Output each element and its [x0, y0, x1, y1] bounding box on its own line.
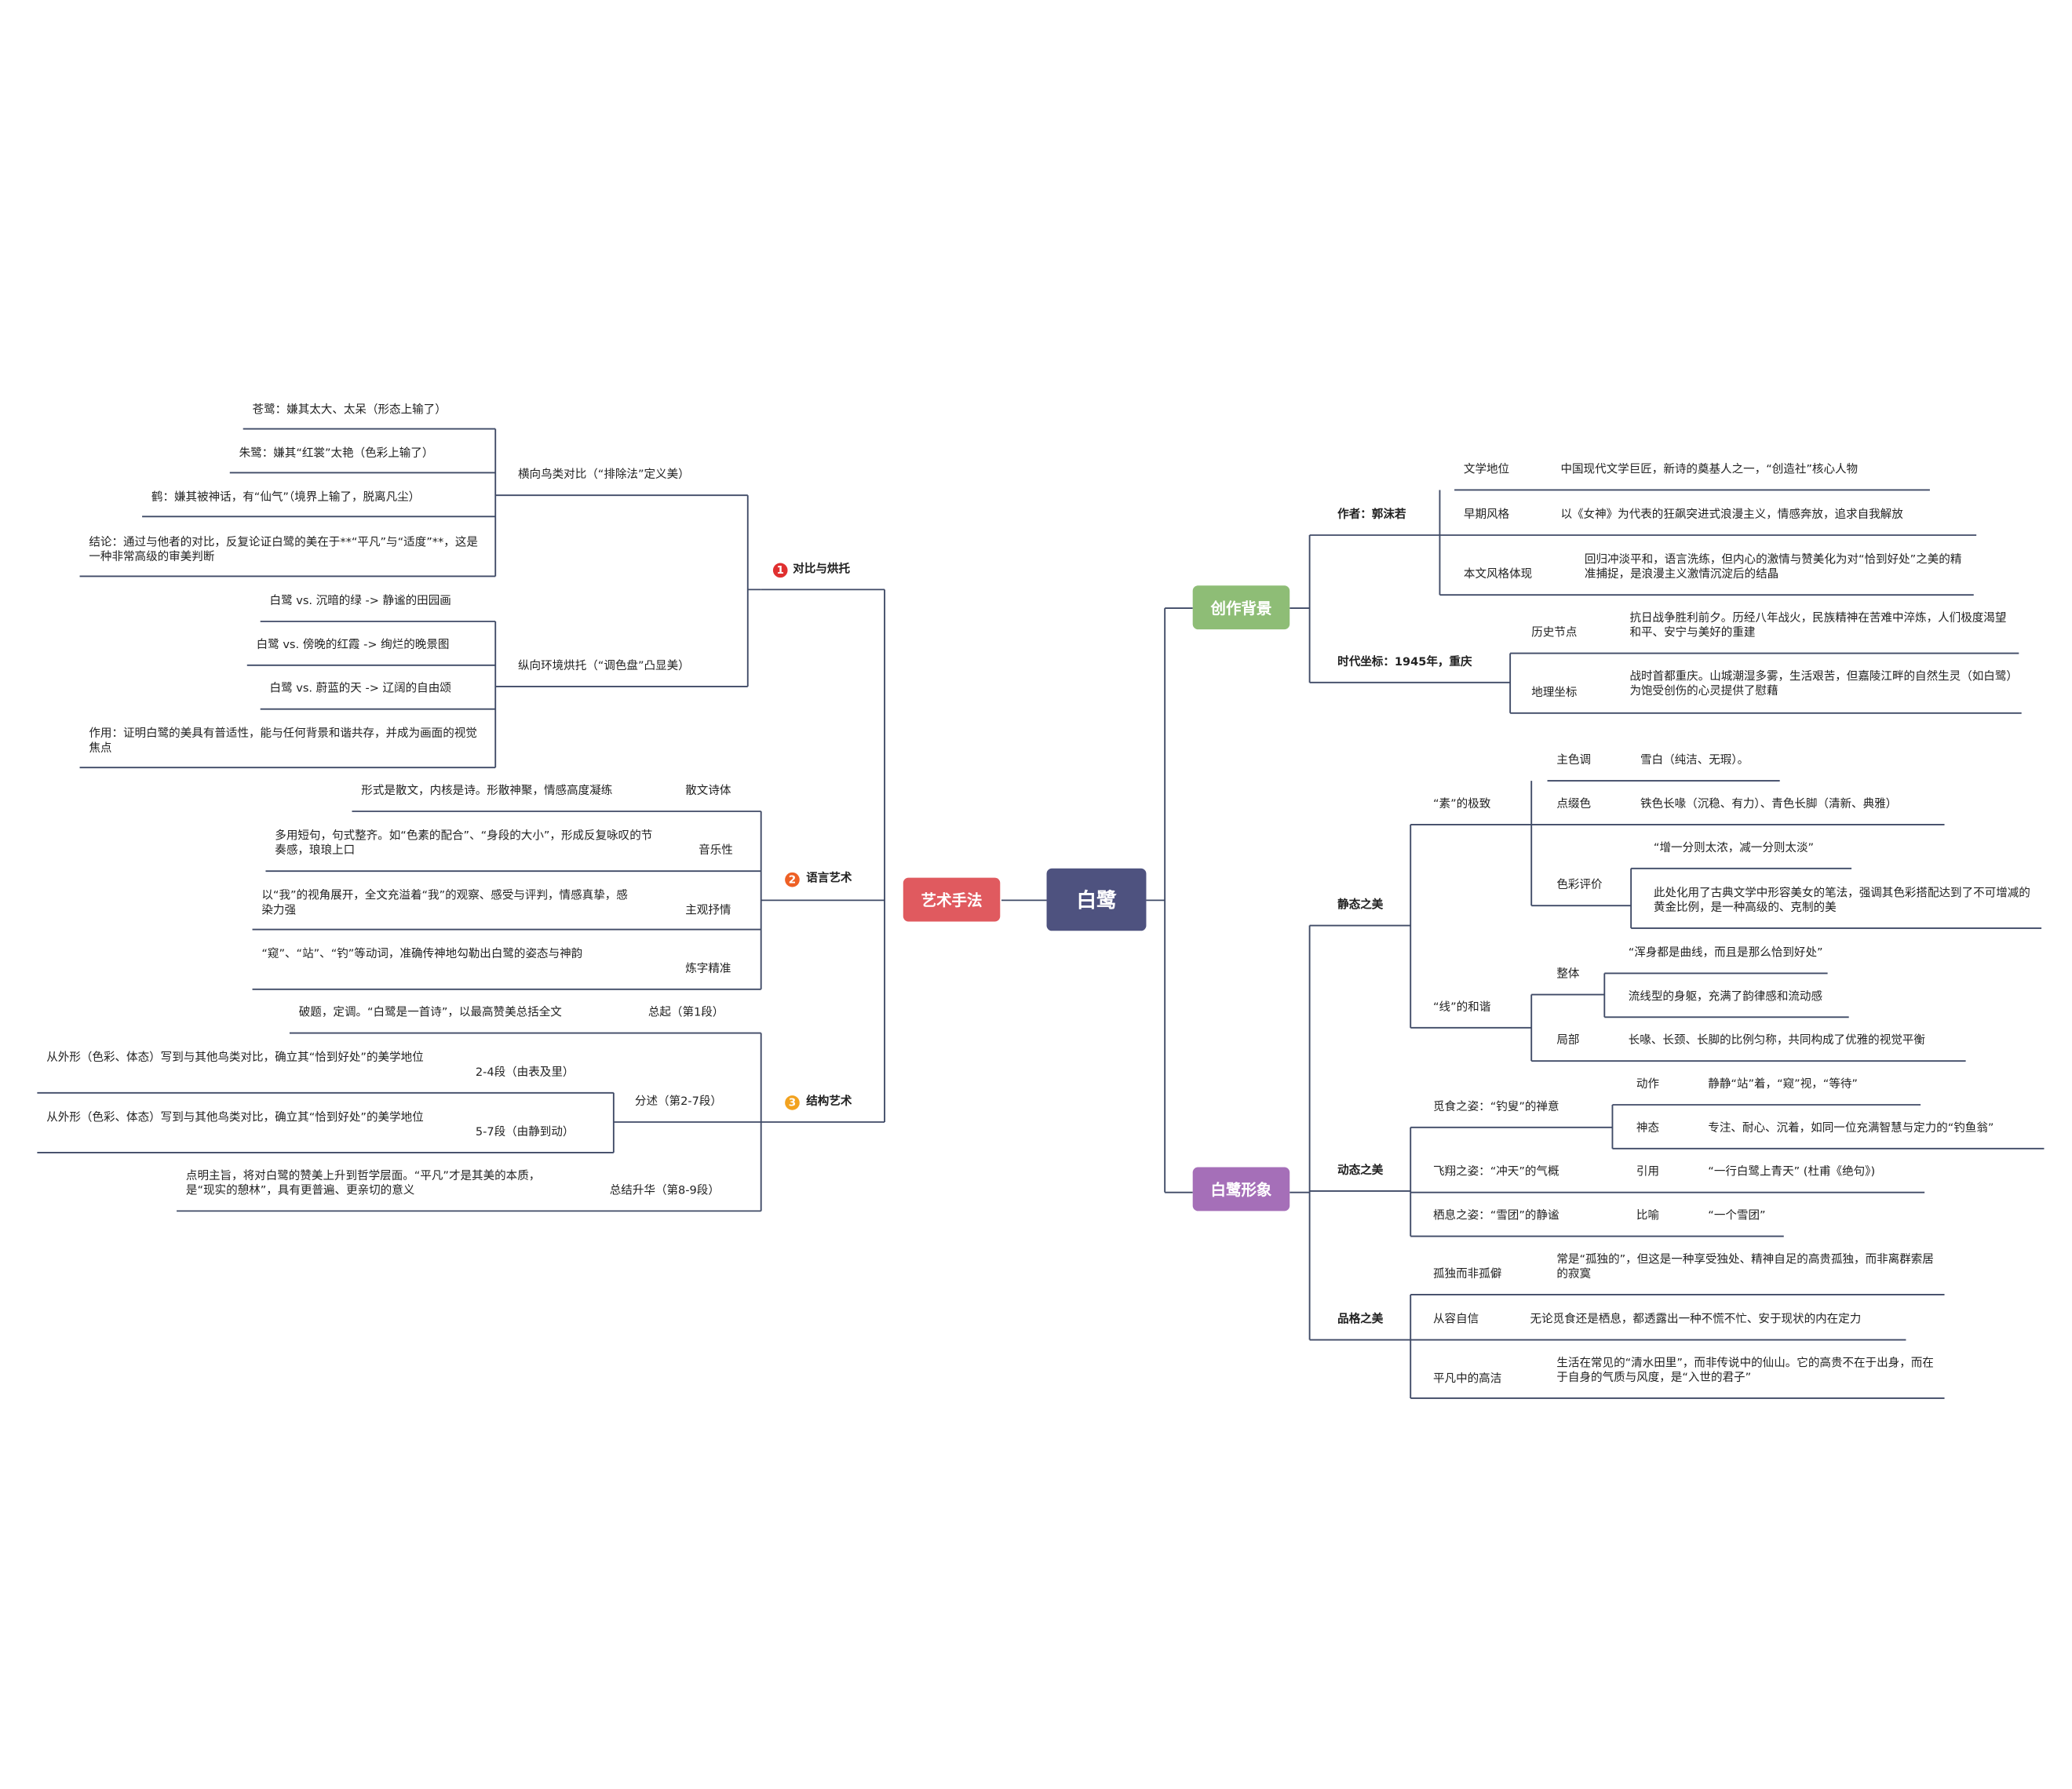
g3-mid-item-1-text: 从外形（色彩、体态）写到与其他鸟类对比，确立其“恰到好处”的美学地位 [46, 1051, 424, 1066]
g1-label[interactable]: 对比与烘托 [793, 563, 851, 577]
fly-label[interactable]: 飞翔之姿：“冲天”的气概 [1432, 1165, 1559, 1179]
xian-part-label[interactable]: 局部 [1556, 1034, 1580, 1048]
g2-item-3-text: 以“我”的视角展开，全文充溢着“我”的观察、感受与评判，情感真挚，感染力强 [261, 889, 628, 918]
g2-item-1-text: 形式是散文，内核是诗。形散神聚，情感高度凝练 [361, 785, 613, 799]
fly-sub-label[interactable]: 引用 [1636, 1165, 1660, 1179]
branch-image-node[interactable]: 白鹭形象 [1192, 1167, 1290, 1211]
g1b-label[interactable]: 纵向环境烘托（“调色盘”凸显美） [517, 660, 690, 673]
author-item-2-text: 以《女神》为代表的狂飙突进式浪漫主义，情感奔放，追求自我解放 [1560, 508, 1903, 523]
branch-background-node[interactable]: 创作背景 [1192, 585, 1290, 630]
feed-item-1-text: 静静“站”着，“窥”视，“等待” [1708, 1078, 1858, 1092]
feed-item-2-label[interactable]: 神态 [1636, 1121, 1660, 1135]
rest-label[interactable]: 栖息之姿：“雪团”的静谧 [1432, 1209, 1559, 1223]
author-item-3-text: 回归冲淡平和，语言洗练，但内心的激情与赞美化为对“恰到好处”之美的精准捕捉，是浪… [1584, 553, 1962, 582]
era-item-1-label[interactable]: 历史节点 [1531, 626, 1578, 640]
dynamic-label[interactable]: 动态之美 [1337, 1164, 1384, 1179]
static-label[interactable]: 静态之美 [1337, 898, 1384, 913]
g1b-item-4: 作用：证明白鹭的美具有普适性，能与任何背景和谐共存，并成为画面的视觉焦点 [89, 727, 477, 756]
number-2-icon: 2 [785, 872, 800, 887]
g1b-item-1: 白鹭 vs. 沉暗的绿 -> 静谧的田园画 [269, 595, 451, 609]
rest-text: “一个雪团” [1708, 1209, 1766, 1223]
xian-part-text: 长喙、长颈、长脚的比例匀称，共同构成了优雅的视觉平衡 [1628, 1034, 1925, 1048]
su-dot-label[interactable]: 点缀色 [1556, 798, 1592, 811]
feed-item-2-text: 专注、耐心、沉着，如同一位充满智慧与定力的“钓鱼翁” [1708, 1121, 1994, 1135]
su-main-label[interactable]: 主色调 [1556, 754, 1592, 768]
g2-item-3-label[interactable]: 主观抒情 [685, 904, 731, 918]
su-eval-item-2: 此处化用了古典文学中形容美女的笔法，强调其色彩搭配达到了不可增减的黄金比例，是一… [1653, 887, 2030, 915]
branch-art-node[interactable]: 艺术手法 [903, 877, 1001, 922]
feed-item-1-label[interactable]: 动作 [1636, 1078, 1660, 1092]
g3-first-label[interactable]: 总起（第1段） [648, 1006, 724, 1020]
g2-item-1-label[interactable]: 散文诗体 [685, 785, 731, 799]
char-item-1-label[interactable]: 孤独而非孤僻 [1432, 1268, 1502, 1282]
author-item-3-label[interactable]: 本文风格体现 [1463, 568, 1533, 582]
char-item-2-text: 无论觅食还是栖息，都透露出一种不慌不忙、安于现状的内在定力 [1530, 1313, 1862, 1327]
g3-last-label[interactable]: 总结升华（第8-9段） [609, 1184, 720, 1198]
era-item-2-text: 战时首都重庆。山城潮湿多雾，生活艰苦，但嘉陵江畔的自然生灵（如白鹭）为饱受创伤的… [1629, 670, 2012, 699]
g3-last-text: 点明主旨，将对白鹭的赞美上升到哲学层面。“平凡”才是其美的本质，是“现实的憩林”… [185, 1169, 541, 1198]
xian-whole-item-1: “浑身都是曲线，而且是那么恰到好处” [1628, 946, 1823, 960]
g3-mid-item-2-text: 从外形（色彩、体态）写到与其他鸟类对比，确立其“恰到好处”的美学地位 [46, 1111, 424, 1125]
xian-label[interactable]: “线”的和谐 [1432, 1000, 1491, 1015]
xian-whole-label[interactable]: 整体 [1556, 967, 1580, 982]
author-item-1-text: 中国现代文学巨匠，新诗的奠基人之一，“创造社”核心人物 [1560, 463, 1859, 477]
su-eval-label[interactable]: 色彩评价 [1556, 879, 1603, 893]
number-1-icon: 1 [772, 563, 788, 578]
su-dot-text: 铁色长喙（沉稳、有力）、青色长脚（清新、典雅） [1640, 798, 1898, 811]
g2-item-2-label[interactable]: 音乐性 [699, 844, 733, 858]
rest-sub-label[interactable]: 比喻 [1636, 1209, 1660, 1223]
su-label[interactable]: “素”的极致 [1432, 798, 1491, 811]
g3-mid-label[interactable]: 分述（第2-7段） [634, 1095, 722, 1109]
char-item-3-label[interactable]: 平凡中的高洁 [1432, 1372, 1502, 1386]
char-label[interactable]: 品格之美 [1337, 1313, 1384, 1327]
fly-text: “一行白鹭上青天” (杜甫《绝句》) [1708, 1165, 1876, 1179]
author-item-1-label[interactable]: 文学地位 [1463, 463, 1510, 477]
g2-item-4-label[interactable]: 炼字精准 [685, 962, 731, 976]
char-item-1-text: 常是“孤独的”，但这是一种享受独处、精神自足的高贵孤独，而非离群索居的寂寞 [1556, 1253, 1934, 1282]
su-main-text: 雪白（纯洁、无瑕）。 [1640, 754, 1749, 768]
center-node[interactable]: 白鹭 [1046, 868, 1147, 931]
g1a-item-2: 朱鹭：嫌其“红裳”太艳（色彩上输了） [239, 447, 434, 461]
g1a-item-1: 苍鹭：嫌其太大、太呆（形态上输了） [252, 403, 447, 417]
era-item-2-label[interactable]: 地理坐标 [1531, 686, 1578, 700]
era-label[interactable]: 时代坐标：1945年，重庆 [1337, 655, 1472, 669]
author-item-2-label[interactable]: 早期风格 [1463, 508, 1510, 523]
g2-label[interactable]: 语言艺术 [806, 872, 852, 886]
char-item-3-text: 生活在常见的“清水田里”，而非传说中的仙山。它的高贵不在于出身，而在于自身的气质… [1556, 1357, 1934, 1386]
era-item-1-text: 抗日战争胜利前夕。历经八年战火，民族精神在苦难中淬炼，人们极度渴望和平、安宁与美… [1629, 612, 2007, 640]
g1a-item-4: 结论：通过与他者的对比，反复论证白鹭的美在于**“平凡”与“适度”**，这是一种… [89, 536, 478, 565]
g1a-item-3: 鹤：嫌其被神话，有“仙气”（境界上输了，脱离凡尘） [151, 491, 421, 505]
feed-label[interactable]: 觅食之姿：“钓叟”的禅意 [1432, 1100, 1559, 1114]
xian-whole-item-2: 流线型的身躯，充满了韵律感和流动感 [1628, 990, 1823, 1004]
char-item-2-label[interactable]: 从容自信 [1432, 1313, 1479, 1327]
g1b-item-2: 白鹭 vs. 傍晚的红霞 -> 绚烂的晚景图 [256, 638, 450, 652]
su-eval-item-1: “增一分则太浓，减一分则太淡” [1653, 841, 1815, 855]
g3-mid-item-1-label[interactable]: 2-4段（由表及里） [475, 1066, 575, 1080]
g3-mid-item-2-label[interactable]: 5-7段（由静到动） [475, 1126, 575, 1139]
g2-item-2-text: 多用短句，句式整齐。如“色素的配合”、“身段的大小”，形成反复咏叹的节奏感，琅琅… [275, 829, 653, 858]
g1a-label[interactable]: 横向鸟类对比（“排除法”定义美） [517, 468, 690, 483]
g3-first-text: 破题，定调。“白鹭是一首诗”，以最高赞美总括全文 [298, 1006, 562, 1020]
g1b-item-3: 白鹭 vs. 蔚蓝的天 -> 辽阔的自由颂 [269, 682, 451, 696]
author-label[interactable]: 作者：郭沫若 [1337, 508, 1406, 523]
g3-label[interactable]: 结构艺术 [806, 1095, 852, 1109]
g2-item-4-text: “窥”、“站”、“钓”等动词，准确传神地勾勒出白鹭的姿态与神韵 [261, 948, 583, 962]
number-3-icon: 3 [785, 1095, 800, 1110]
